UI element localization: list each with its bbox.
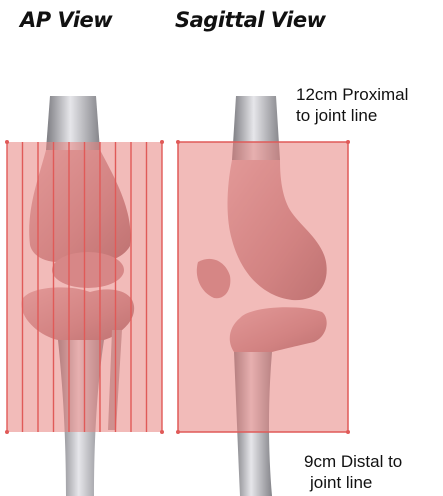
ap-corner-top-left (5, 140, 9, 144)
sagittal-scan-region (178, 142, 348, 432)
ap-corner-bottom-right (160, 430, 164, 434)
sagittal-corner-bottom-right (346, 430, 350, 434)
sagittal-corner-top-left (176, 140, 180, 144)
sagittal-corner-bottom-left (176, 430, 180, 434)
ap-femur-shaft (46, 96, 100, 150)
sagittal-corner-top-right (346, 140, 350, 144)
ap-corner-bottom-left (5, 430, 9, 434)
ap-corner-top-right (160, 140, 164, 144)
